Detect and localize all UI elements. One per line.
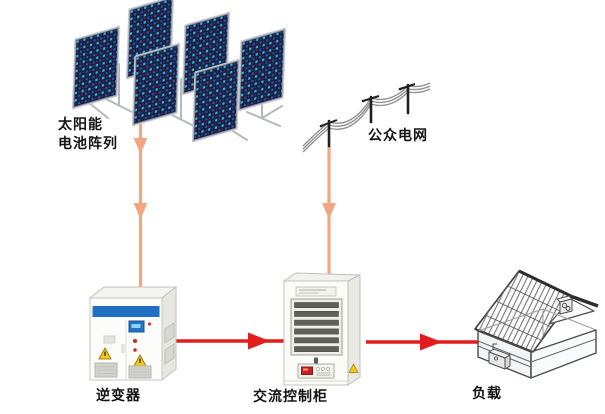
- house-right-wall: [530, 329, 597, 379]
- inverter-cabinet: [88, 285, 178, 382]
- cabinet-louver-grille: [290, 298, 343, 356]
- inverter-blue-stripe: [92, 306, 160, 317]
- warning-triangle-icon: [98, 347, 112, 360]
- solar-panel: [71, 24, 121, 111]
- ac-unit-icon: [556, 295, 573, 315]
- roof-eave: [474, 327, 534, 354]
- solar-panel: [131, 41, 181, 128]
- solar-array-label: 太阳能 电池阵列: [58, 116, 118, 151]
- roof-overhang: [572, 295, 599, 308]
- cabinet-name-plate: [295, 286, 337, 297]
- ac-control-cabinet-label: 交流控制柜: [253, 388, 328, 404]
- solar-panel: [237, 26, 287, 113]
- indicator-light: [133, 339, 137, 343]
- roof-ridge: [518, 269, 574, 299]
- ac-control-cabinet: [282, 272, 361, 386]
- load-house: [474, 269, 599, 379]
- cabinet-control-panel: [297, 363, 335, 379]
- warning-triangle-icon: [348, 363, 359, 373]
- arrow-inverter-to-cabinet: [174, 332, 289, 350]
- utility-grid-poles: [302, 82, 431, 153]
- load-label: 负载: [472, 385, 502, 401]
- arrow-grid-to-cabinet: [322, 147, 336, 278]
- cabinet-lock: [314, 357, 318, 364]
- solar-panel-array: [71, 0, 287, 144]
- house-back-edges: [477, 308, 597, 335]
- inverter-vents: [94, 322, 175, 379]
- public-grid-label: 公众电网: [368, 127, 428, 143]
- arrow-cabinet-to-load: [366, 333, 479, 351]
- appliance-icon: [488, 343, 511, 370]
- inverter-label: 逆变器: [96, 387, 141, 403]
- solar-panel: [191, 57, 241, 144]
- arrow-solar-to-inverter: [133, 121, 148, 292]
- indicator-light: [133, 348, 137, 352]
- inverter-display: [128, 320, 152, 333]
